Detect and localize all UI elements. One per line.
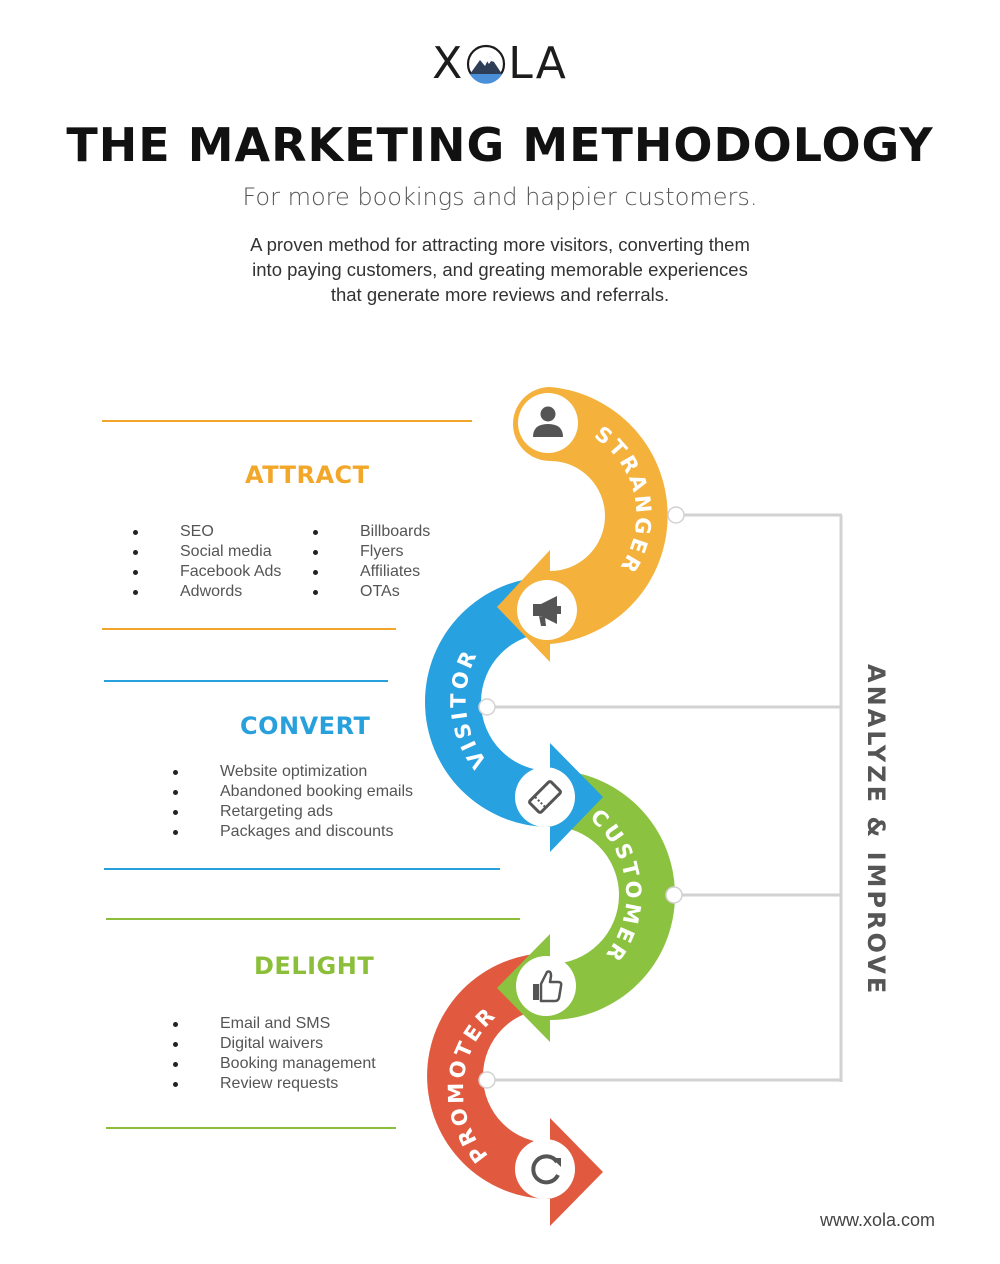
list-item: Affiliates [308,562,430,582]
ticket-icon [515,767,575,827]
convert-list: Website optimization Abandoned booking e… [168,762,413,842]
delight-top-rule [106,918,520,920]
intro-line: that generate more reviews and referrals… [330,284,670,305]
list-item: OTAs [308,582,430,602]
list-item: Retargeting ads [168,802,413,822]
convert-heading: CONVERT [240,712,371,740]
page-title: THE MARKETING METHODOLOGY [66,118,934,172]
page-subtitle: For more bookings and happier customers. [242,183,758,211]
intro-line: A proven method for attracting more visi… [250,234,750,255]
delight-list: Email and SMS Digital waivers Booking ma… [168,1014,376,1094]
intro-paragraph: A proven method for attracting more visi… [200,232,800,307]
delight-bottom-rule [106,1127,396,1129]
analyze-improve-label: ANALYZE & IMPROVE [862,664,890,996]
list-item: Abandoned booking emails [168,782,413,802]
list-item: SEO [128,522,281,542]
logo-text-prefix: X [432,38,465,89]
refresh-icon [515,1139,575,1199]
attract-list-left: SEO Social media Facebook Ads Adwords [128,522,281,602]
list-item: Flyers [308,542,430,562]
list-item: Social media [128,542,281,562]
list-item: Email and SMS [168,1014,376,1034]
footer-url: www.xola.com [820,1210,936,1230]
attract-list-right: Billboards Flyers Affiliates OTAs [308,522,430,602]
list-item: Billboards [308,522,430,542]
list-item: Website optimization [168,762,413,782]
logo-text-suffix: LA [508,38,568,89]
intro-line: into paying customers, and greating memo… [252,259,748,280]
thumbs-up-icon [516,956,576,1016]
list-item: Digital waivers [168,1034,376,1054]
connector-lines [487,513,843,1082]
attract-bottom-rule [102,628,396,630]
convert-top-rule [104,680,388,682]
convert-bottom-rule [104,868,500,870]
megaphone-icon [517,580,577,640]
list-item: Adwords [128,582,281,602]
attract-heading: ATTRACT [245,461,370,489]
delight-heading: DELIGHT [254,952,375,980]
list-item: Booking management [168,1054,376,1074]
list-item: Packages and discounts [168,822,413,842]
list-item: Facebook Ads [128,562,281,582]
person-icon [518,393,578,453]
logo: X LA [0,38,1000,89]
mountain-logo-icon [467,44,506,84]
list-item: Review requests [168,1074,376,1094]
attract-top-rule [102,420,472,422]
connector-dots [478,506,685,1089]
